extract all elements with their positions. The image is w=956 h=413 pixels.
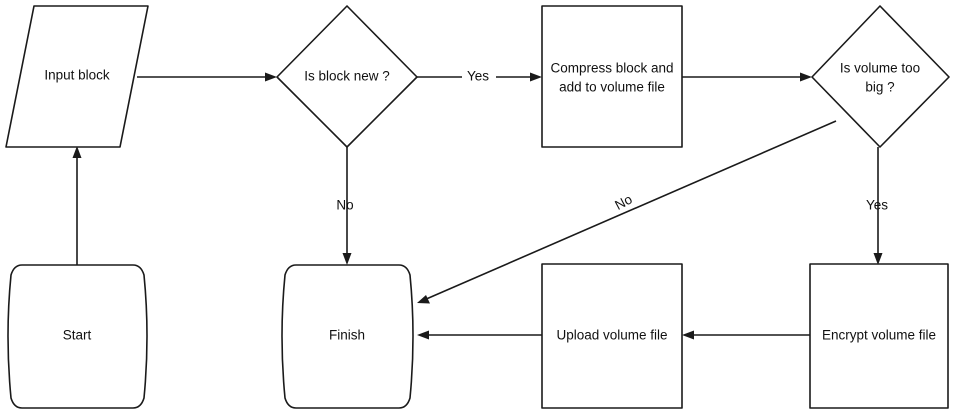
edge-label-no-rotated-group: No [612, 191, 634, 212]
arrowhead-left-icon [682, 330, 694, 340]
edge-input-block-to-is-block-new [137, 72, 277, 82]
barrel-shape [281, 264, 414, 409]
arrowhead-left-icon [417, 330, 429, 340]
node-label-is-block-new: Is block new ? [304, 69, 390, 84]
rectangle-shape [809, 263, 949, 409]
edge-is-volume-too-big-no-to-finish: No [417, 120, 837, 304]
arrowhead-right-icon [800, 72, 812, 82]
node-upload-volume-file[interactable]: Upload volume file [541, 263, 683, 409]
edge-encrypt-to-upload [682, 330, 810, 340]
edge-upload-to-finish [417, 330, 542, 340]
node-is-block-new[interactable]: Is block new ? [276, 5, 418, 148]
arrowhead-down-icon [342, 253, 352, 265]
diamond-shape [276, 5, 418, 148]
node-label-input-block: Input block [44, 68, 110, 83]
edge-start-to-input-block [72, 146, 82, 265]
edge-label-yes: Yes [866, 198, 888, 213]
arrowhead-down-icon [873, 253, 883, 265]
node-label-finish: Finish [329, 328, 365, 343]
arrowhead-right-icon [530, 72, 542, 82]
rectangle-shape [541, 5, 683, 148]
node-label-start: Start [63, 328, 92, 343]
edge-is-block-new-no-to-finish: No [336, 147, 354, 265]
node-encrypt-volume-file[interactable]: Encrypt volume file [809, 263, 949, 409]
edge-label-no: No [612, 191, 634, 212]
node-start[interactable]: Start [7, 264, 148, 409]
edge-label-no: No [336, 198, 353, 213]
arrowhead-diagonal-icon [417, 295, 430, 304]
node-label-is-volume-too-big-line2: big ? [865, 80, 894, 95]
rectangle-shape [541, 263, 683, 409]
edge-is-volume-too-big-yes-to-encrypt: Yes [866, 147, 888, 265]
node-is-volume-too-big[interactable]: Is volume too big ? [811, 5, 950, 148]
node-label-upload-volume-file: Upload volume file [556, 328, 667, 343]
arrowhead-up-icon [72, 146, 82, 158]
diamond-shape [811, 5, 950, 148]
arrowhead-right-icon [265, 72, 277, 82]
node-label-encrypt-volume-file: Encrypt volume file [822, 328, 936, 343]
barrel-shape [7, 264, 148, 409]
node-label-compress-line1: Compress block and [550, 61, 673, 76]
parallelogram-shape [5, 5, 149, 148]
node-label-compress-line2: add to volume file [559, 80, 665, 95]
node-input-block[interactable]: Input block [5, 5, 149, 148]
connector-line [423, 120, 837, 301]
node-finish[interactable]: Finish [281, 264, 414, 409]
node-compress-block[interactable]: Compress block and add to volume file [541, 5, 683, 148]
edge-compress-to-is-volume-too-big [682, 72, 812, 82]
edge-is-block-new-yes-to-compress: Yes [417, 69, 542, 84]
edge-label-yes: Yes [467, 69, 489, 84]
node-label-is-volume-too-big-line1: Is volume too [840, 61, 920, 76]
